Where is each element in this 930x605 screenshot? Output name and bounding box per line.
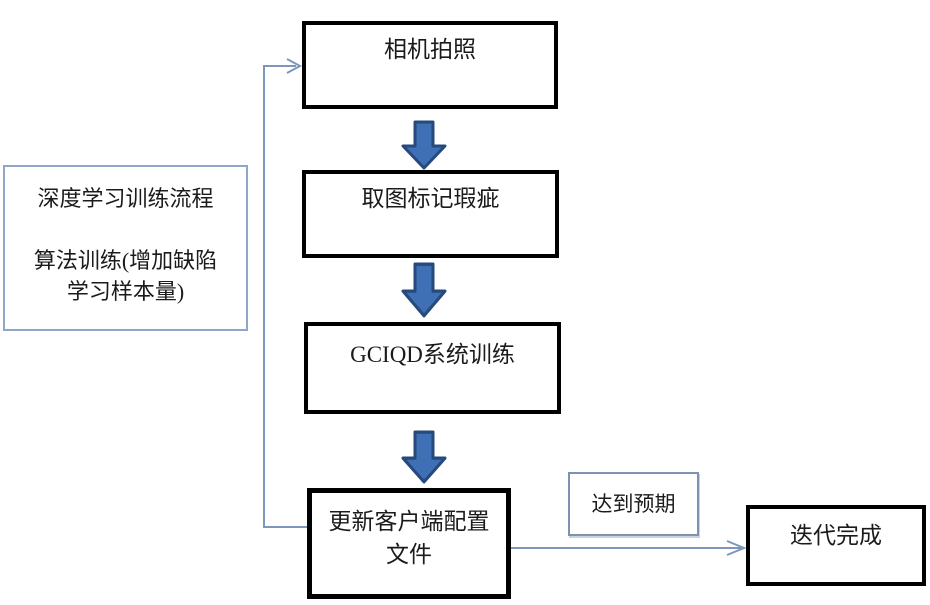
done-arrowhead-icon	[726, 540, 747, 556]
side-note-line: 算法训练(增加缺陷	[33, 248, 218, 273]
down-arrow-icon	[401, 120, 447, 170]
node-system-training: GCIQD系统训练	[304, 322, 561, 414]
node-update-config: 更新客户端配置 文件	[307, 488, 511, 599]
side-note-line: 深度学习训练流程	[37, 186, 214, 211]
edge-label-expectation-text: 达到预期	[591, 492, 676, 516]
side-note-box: 深度学习训练流程 算法训练(增加缺陷 学习样本量)	[3, 165, 248, 331]
feedback-arrowhead-icon	[286, 58, 303, 74]
node-iteration-done-label: 迭代完成	[790, 523, 882, 548]
side-note-line	[5, 214, 246, 245]
feedback-connector-line	[263, 65, 307, 528]
down-arrow-icon	[401, 262, 447, 318]
down-arrow-icon	[401, 430, 447, 484]
node-camera: 相机拍照	[302, 21, 558, 109]
node-update-config-label: 文件	[386, 542, 432, 567]
node-camera-label: 相机拍照	[384, 37, 476, 62]
node-system-training-label: GCIQD系统训练	[350, 342, 515, 367]
node-mark-defects-label: 取图标记瑕疵	[361, 186, 500, 211]
side-note-line: 学习样本量)	[66, 279, 185, 304]
edge-label-expectation: 达到预期	[568, 472, 699, 536]
node-update-config-label: 更新客户端配置	[328, 509, 490, 534]
node-iteration-done: 迭代完成	[746, 505, 926, 586]
node-mark-defects: 取图标记瑕疵	[302, 170, 559, 258]
